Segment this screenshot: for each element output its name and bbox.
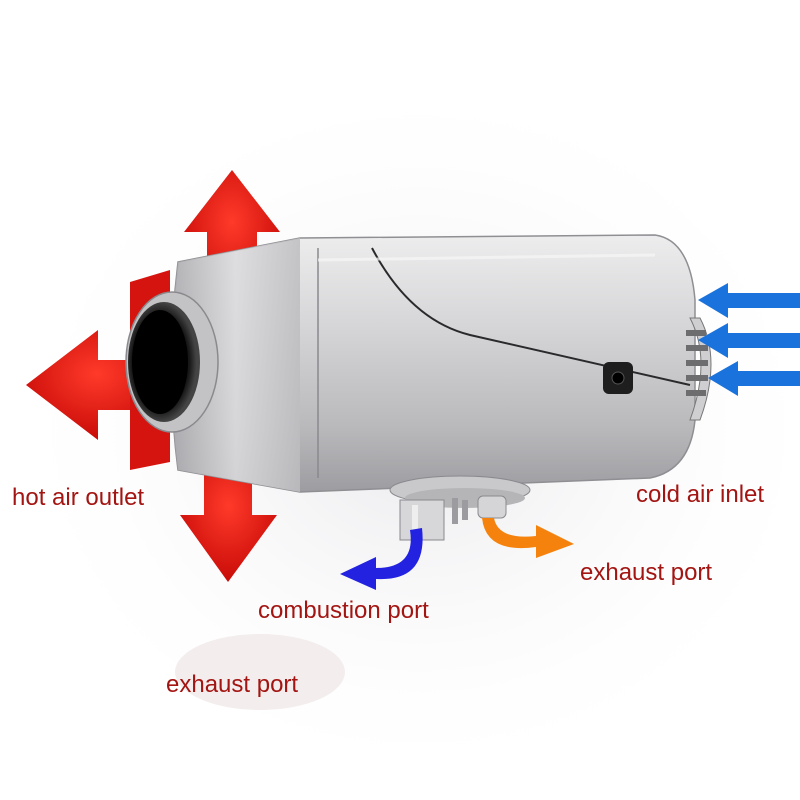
cold-air-arrows: [698, 283, 800, 396]
blue-arrow-left-icon: [708, 361, 800, 396]
bottom-ports: [389, 475, 531, 541]
combustion-arrow-icon: [340, 528, 423, 590]
heater-body: [170, 234, 712, 493]
outlet-pipe: [125, 291, 219, 433]
cold-air-inlet-label: cold air inlet: [636, 481, 764, 508]
blue-arrow-left-icon: [698, 323, 800, 358]
combustion-port-label: combustion port: [258, 597, 429, 624]
exhaust-arrow-icon: [482, 518, 574, 558]
red-arrow-down-icon: [180, 455, 277, 582]
exhaust-port-right-label: exhaust port: [580, 559, 712, 586]
blue-arrow-left-icon: [698, 283, 800, 318]
exhaust-pipe: [477, 495, 507, 519]
exhaust-port-bottom-label: exhaust port: [166, 671, 298, 698]
red-arrow-left-icon: [26, 330, 168, 440]
hot-air-outlet-label: hot air outlet: [12, 484, 144, 511]
background-smudge: [175, 634, 345, 710]
